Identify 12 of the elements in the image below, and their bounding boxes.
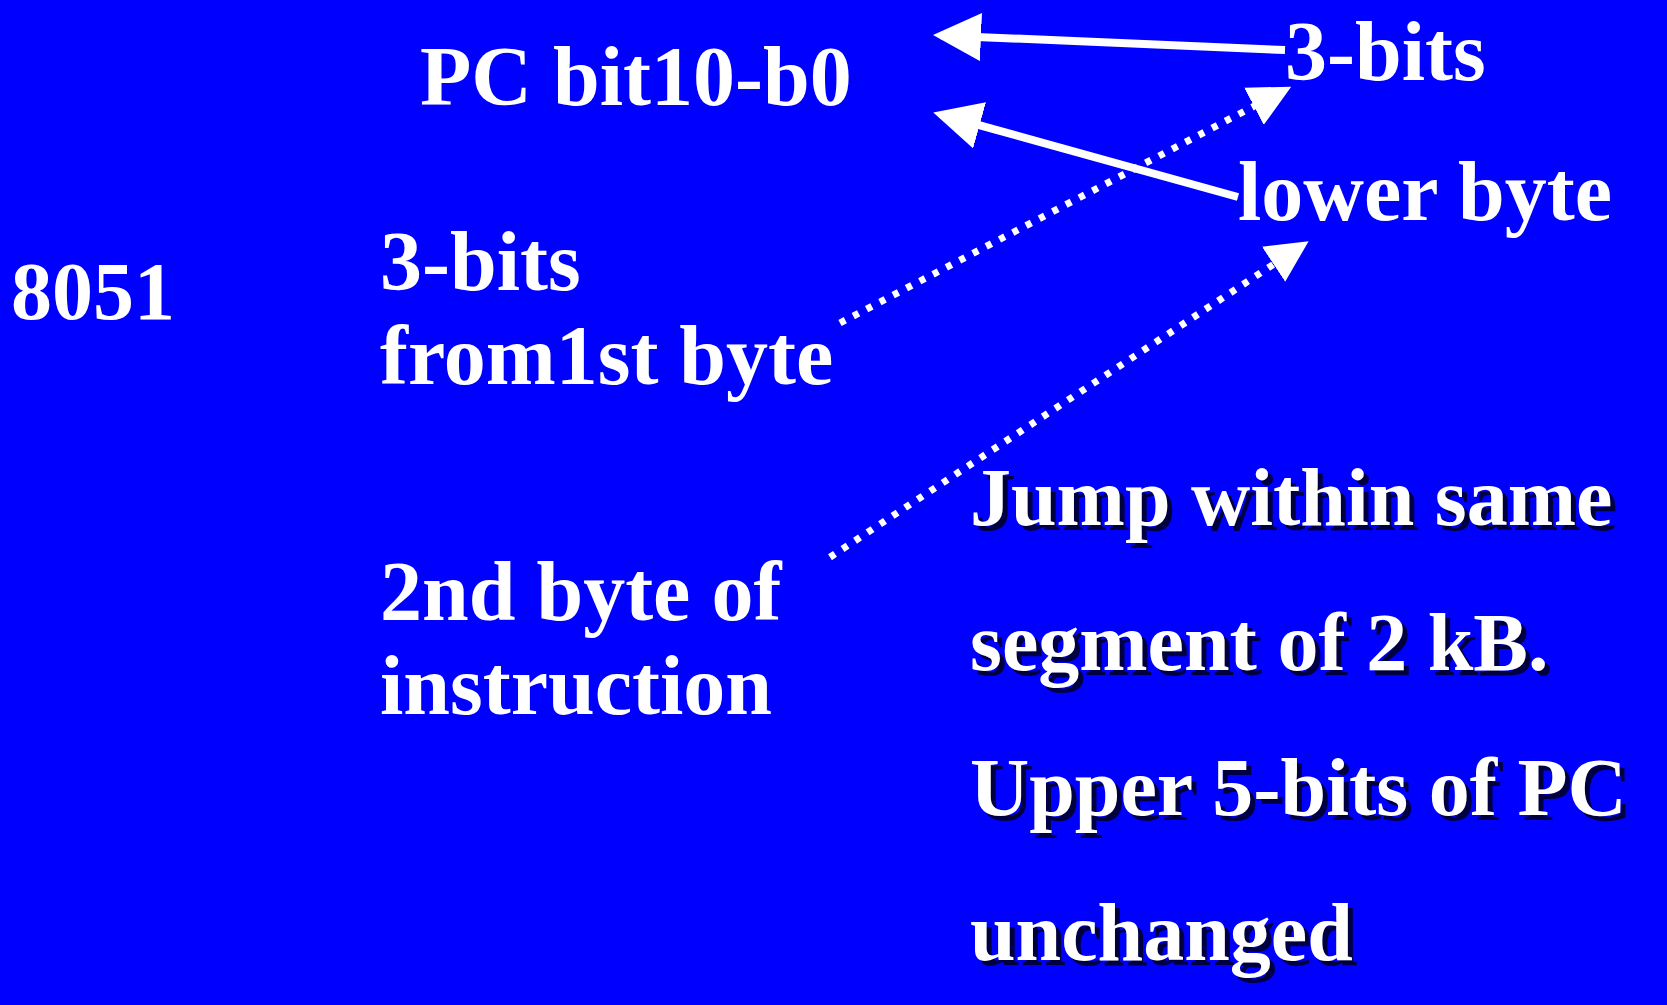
- arrow: [838, 86, 1292, 327]
- arrow: [933, 13, 1286, 62]
- node-text: 3-bits: [1285, 5, 1486, 99]
- note-text: Jump within same segment of 2 kB.: [970, 451, 1614, 690]
- arrow: [933, 102, 1240, 201]
- node-text: lower byte: [1238, 145, 1613, 239]
- arrow: [828, 241, 1309, 561]
- node-text: 3-bits from1st byte: [380, 215, 835, 403]
- note-text: Upper 5-bits of PC unchanged: [970, 741, 1628, 980]
- node-text: PC bit10-b0: [420, 30, 852, 124]
- chip-label: 8051: [11, 245, 175, 339]
- node-text: 2nd byte of instruction: [380, 545, 784, 733]
